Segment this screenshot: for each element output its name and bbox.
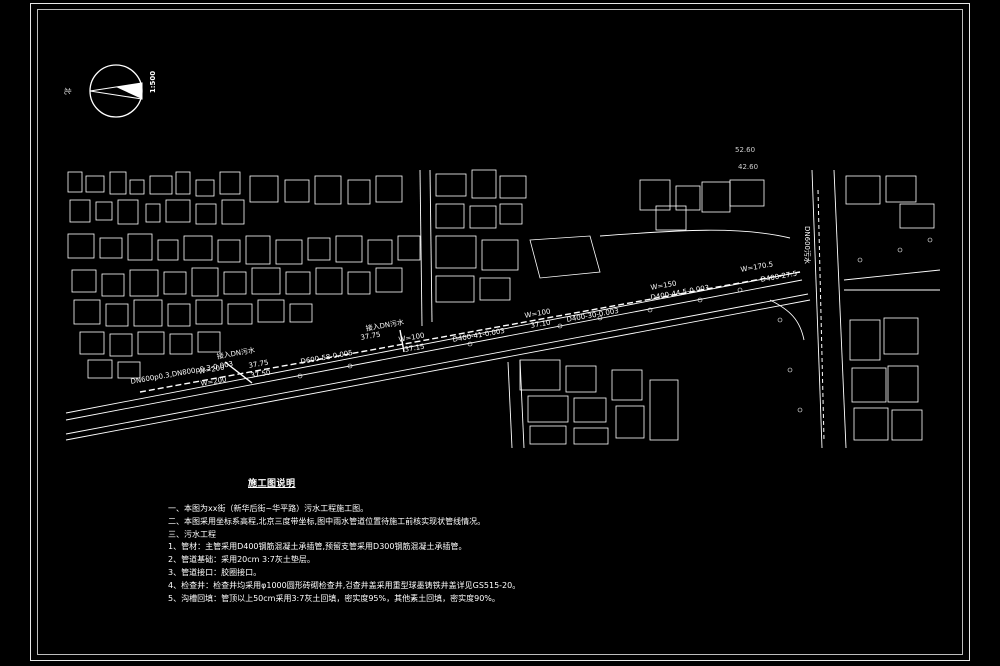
compass-scale-label: 1:500	[149, 70, 158, 94]
construction-notes: 一、本图为xx街（新华后街~华平路）污水工程施工图。 二、本图采用坐标系高程,北…	[168, 503, 520, 605]
building-blocks-west	[67, 171, 421, 379]
sewer-main-pipe	[139, 271, 801, 393]
note-line: 2、管道基础：采用20cm 3:7灰土垫层。	[168, 555, 315, 565]
elevation-bottom: 42.60	[738, 163, 759, 171]
road-lines	[65, 169, 941, 449]
notes-title: 施工图说明	[248, 479, 296, 489]
note-line: 三、污水工程	[168, 529, 216, 539]
outer-frame	[30, 3, 970, 661]
note-line: 4、检查井：检查井均采用φ1000圆形砖砌检查井,검查井盖采用重型球墨铸铁井盖详…	[168, 580, 521, 590]
inner-frame	[37, 9, 963, 655]
note-line: 1、管材：主管采用D400钢筋混凝土承插管,预留支管采用D300钢筋混凝土承插管…	[168, 542, 467, 552]
note-line: 5、沟槽回填：管顶以上50cm采用3:7灰土回填，密实度95%，其他素土回填，密…	[168, 593, 500, 603]
note-line: 3、管道接口：胶圈接口。	[168, 567, 262, 577]
note-line: 一、本图为xx街（新华后街~华平路）污水工程施工图。	[168, 504, 369, 513]
north-arrow-icon	[89, 64, 143, 118]
compass-north-label: 北	[63, 87, 72, 95]
elevation-top: 52.60	[735, 146, 756, 154]
cross-pipe-label: DN600污水	[803, 226, 811, 264]
building-blocks-south	[519, 175, 935, 445]
note-line: 二、本图采用坐标系高程,北京三度带坐标,图中雨水管道位置待施工前核实现状管线情况…	[168, 516, 486, 526]
tree-symbols	[297, 237, 933, 413]
building-blocks-north	[435, 169, 765, 303]
sewer-cross-pipe	[817, 189, 825, 441]
